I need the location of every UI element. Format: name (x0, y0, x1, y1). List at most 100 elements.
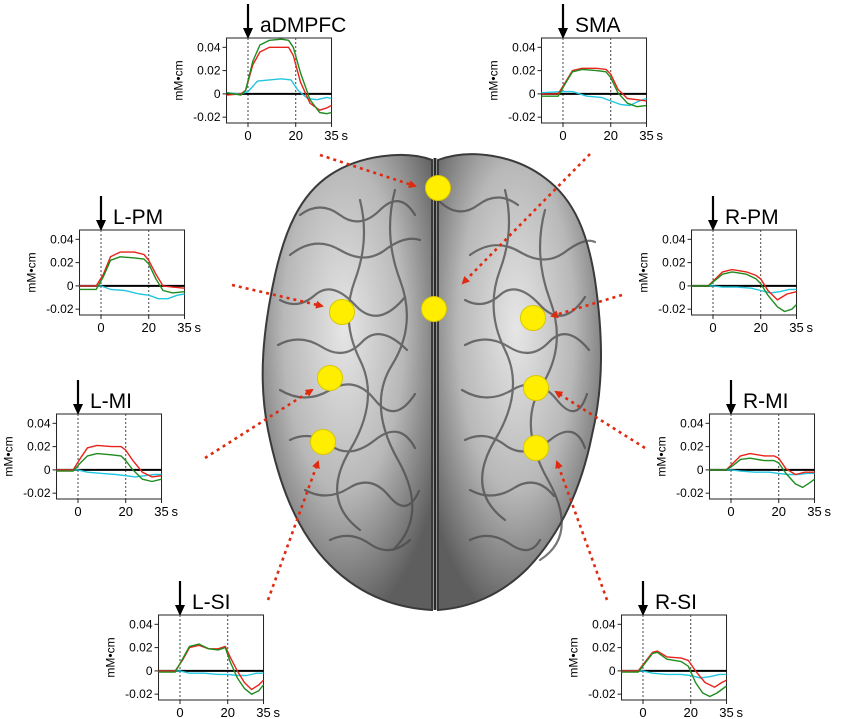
y-tick-label: 0.02 (592, 641, 616, 655)
region-label: L-SI (192, 591, 231, 614)
series-green (56, 452, 162, 483)
x-tick-label: 20 (753, 320, 767, 335)
x-unit-label: s (172, 504, 179, 519)
arrow-r-pm (550, 293, 623, 319)
y-tick-label: 0.04 (27, 416, 51, 430)
y-tick-label: 0 (697, 463, 704, 477)
y-tick-label: 0.02 (662, 256, 686, 270)
right-hemisphere (437, 153, 603, 612)
series-cyan (541, 90, 647, 107)
marker-sma (421, 296, 447, 322)
x-tick-label: 0 (639, 705, 646, 719)
y-tick-label: -0.02 (588, 687, 616, 701)
gyri-texture (276, 188, 597, 562)
onset-arrow-head (175, 605, 185, 616)
y-tick-label: -0.02 (23, 486, 51, 500)
x-unit-label: s (342, 128, 349, 143)
y-tick-label: 0.02 (27, 440, 51, 454)
x-unit-label: s (657, 128, 664, 143)
x-tick-label: 0 (709, 320, 716, 335)
y-tick-label: 0 (609, 664, 616, 678)
marker-l-pm (329, 299, 355, 325)
y-tick-label: 0 (67, 279, 74, 293)
series-red (56, 444, 162, 478)
series-cyan (79, 285, 185, 300)
y-axis-label: mM•cm (655, 436, 669, 476)
y-axis-label: mM•cm (104, 637, 118, 677)
brain-illustration (261, 153, 603, 612)
series-cyan (226, 78, 332, 101)
x-tick-label: 35 (789, 320, 803, 335)
series-green (158, 643, 265, 695)
y-tick-label: 0.04 (512, 40, 536, 54)
x-tick-label: 20 (603, 128, 617, 143)
y-tick-label: 0.02 (50, 256, 74, 270)
series-red (79, 251, 185, 289)
arrow-sma (461, 153, 591, 285)
onset-arrow-head (73, 404, 83, 415)
x-tick-label: 20 (288, 128, 302, 143)
arrow-l-pm (231, 283, 324, 309)
series-red (709, 452, 815, 476)
x-tick-label: 20 (683, 705, 697, 719)
region-label: SMA (575, 14, 621, 37)
y-tick-label: -0.02 (193, 110, 221, 124)
marker-l-si (310, 429, 336, 455)
marker-admpfc (425, 175, 451, 201)
onset-arrow-head (243, 28, 253, 39)
plot-frame (691, 229, 798, 316)
markers-layer (310, 175, 549, 461)
x-unit-label: s (737, 705, 744, 719)
y-tick-label: 0.02 (512, 64, 536, 78)
y-tick-label: 0 (679, 279, 686, 293)
region-label: aDMPFC (260, 14, 346, 37)
arrow-admpfc (319, 153, 417, 188)
y-tick-label: 0 (44, 463, 51, 477)
onset-arrow-head (558, 28, 568, 39)
series-green (226, 38, 332, 115)
y-tick-label: 0 (214, 87, 221, 101)
y-tick-label: 0.02 (680, 440, 704, 454)
x-tick-label: 35 (639, 128, 653, 143)
y-tick-label: 0.02 (197, 64, 221, 78)
x-unit-label: s (274, 705, 281, 719)
series-cyan (691, 285, 797, 294)
marker-r-pm (520, 305, 546, 331)
marker-l-mi (317, 365, 343, 391)
region-label: L-MI (90, 390, 132, 413)
panels-layer: aDMPFC 0.04 0.02 0 -0.02 mM•cm 0 20 35 s SMA 0.04 0.… (2, 4, 832, 719)
x-tick-label: 20 (771, 504, 785, 519)
y-tick-label: -0.02 (658, 302, 686, 316)
onset-arrow-head (726, 404, 736, 415)
x-tick-label: 35 (256, 705, 270, 719)
x-tick-label: 20 (141, 320, 155, 335)
plot-frame (158, 614, 265, 701)
x-unit-label: s (807, 320, 814, 335)
region-label: R-MI (743, 390, 789, 413)
y-tick-label: 0.04 (680, 416, 704, 430)
onset-arrow-head (708, 220, 718, 231)
y-tick-label: 0.04 (50, 232, 74, 246)
series-cyan (709, 469, 815, 476)
x-tick-label: 20 (220, 705, 234, 719)
series-green (709, 457, 815, 489)
region-label: R-PM (725, 206, 779, 229)
region-label: R-SI (655, 591, 697, 614)
plot-frame (56, 413, 163, 500)
series-green (541, 68, 647, 108)
y-tick-label: -0.02 (46, 302, 74, 316)
y-tick-label: -0.02 (508, 110, 536, 124)
x-tick-label: 35 (807, 504, 821, 519)
y-tick-label: 0.04 (197, 40, 221, 54)
onset-arrow-head (638, 605, 648, 616)
y-tick-label: -0.02 (125, 687, 153, 701)
y-axis-label: mM•cm (567, 637, 581, 677)
onset-arrow-head (96, 220, 106, 231)
x-tick-label: 0 (244, 128, 251, 143)
